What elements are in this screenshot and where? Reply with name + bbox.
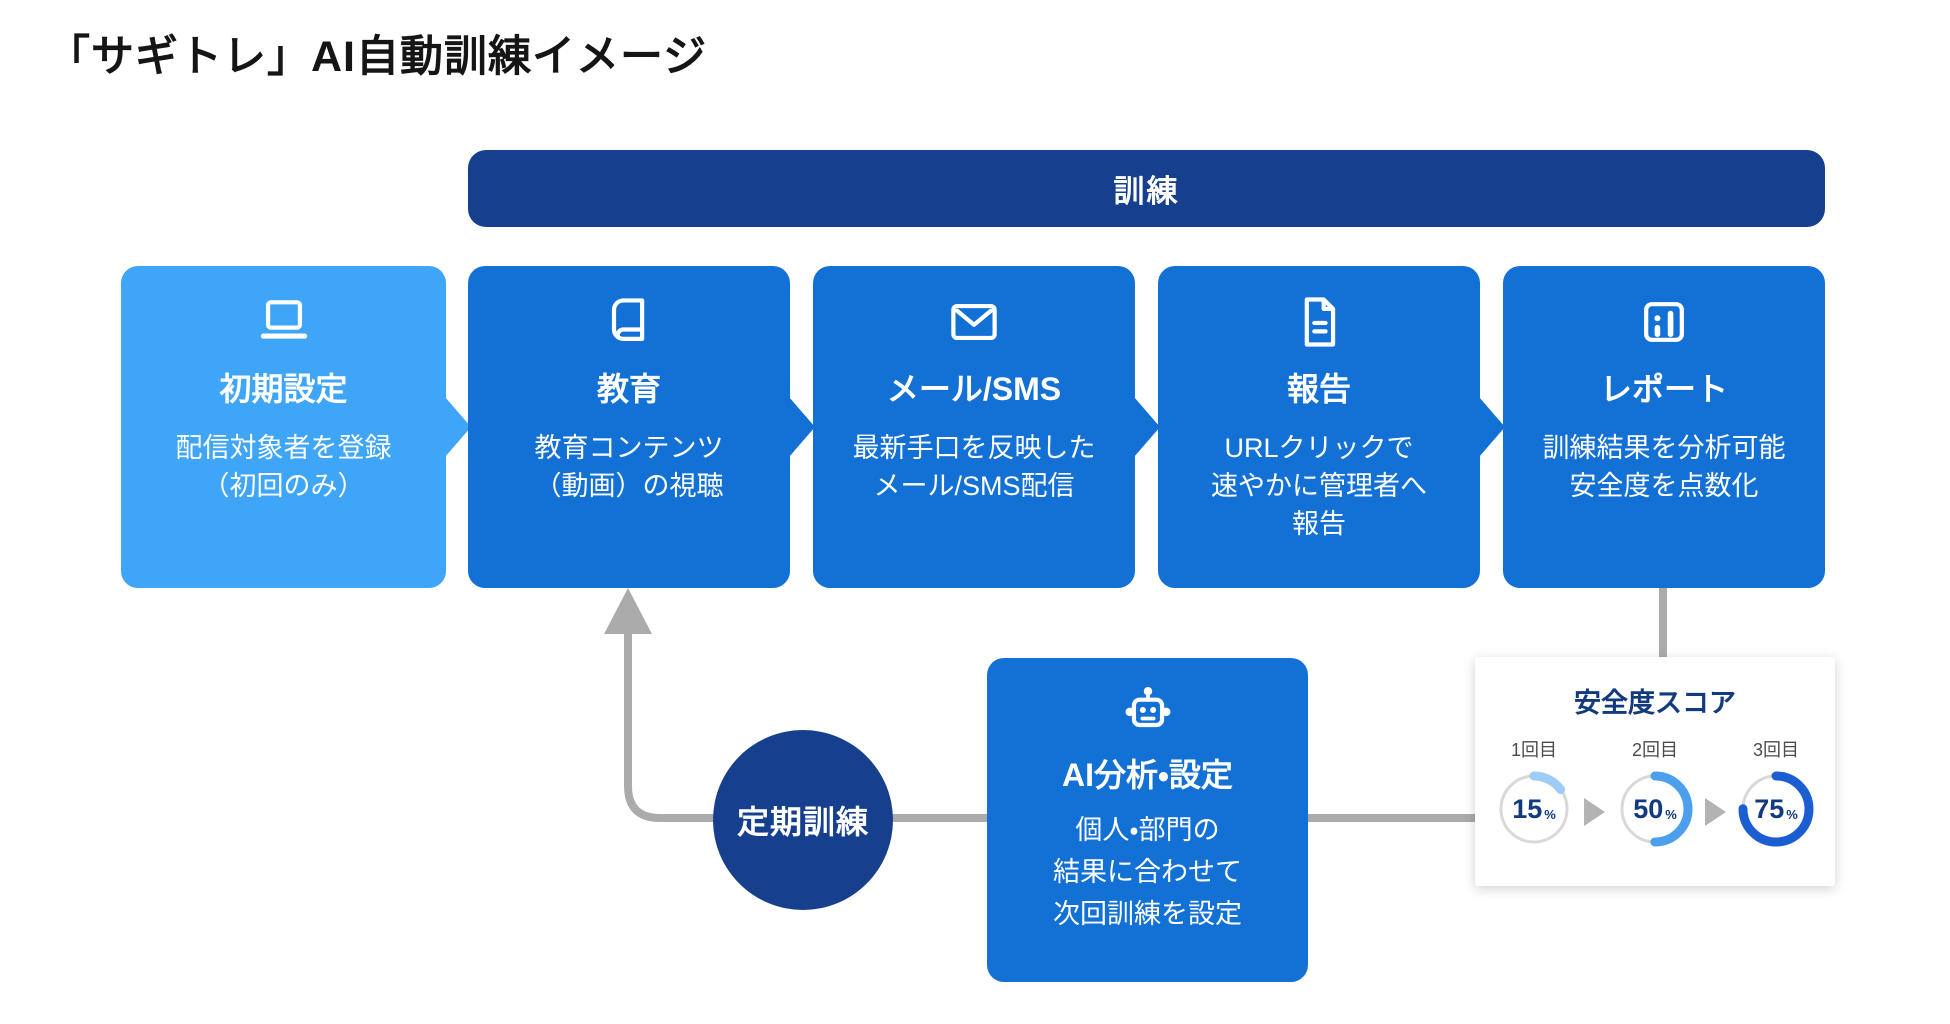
book-icon [611,298,645,341]
gauge-attempt-1: 1回目 15% [1486,736,1582,849]
step-analytics-report: レポート 訓練結果を分析可能 安全度を点数化 [1503,266,1825,588]
step-report: 報告 URLクリックで 速やかに管理者へ 報告 [1158,266,1505,588]
arrow-right-icon [1134,397,1160,457]
bar-chart-icon [1644,302,1684,342]
ai-box-body: 個人・部門の 結果に合わせて 次回訓練を設定 [1053,815,1242,929]
periodic-training-circle: 定期訓練 [713,730,893,910]
step-title: レポート [1599,371,1728,407]
gauge-value: 50% [1633,793,1677,824]
donut-chart: 75% [1736,769,1816,849]
safety-score-card: 安全度スコア 1回目 15% 2回目 [1475,657,1835,886]
step-title: 教育 [596,371,661,407]
laptop-icon [260,300,307,339]
arrow-right-icon [1479,397,1505,457]
mail-icon [951,303,997,341]
gauge-value: 75% [1754,793,1798,824]
gauge-attempt-2: 2回目 50% [1607,736,1703,849]
step-title: メール/SMS [886,371,1062,407]
ai-box-title: AI分析・設定 [1062,757,1233,793]
document-icon [1304,297,1336,347]
gauge-label: 3回目 [1752,740,1799,760]
arrow-right-icon [445,397,471,457]
step-body: 訓練結果を分析可能 安全度を点数化 [1542,433,1786,501]
arrow-right-icon [1584,798,1605,826]
ai-analysis-box: AI分析・設定 個人・部門の 結果に合わせて 次回訓練を設定 [987,658,1308,982]
step-title: 初期設定 [219,371,348,407]
donut-chart: 15% [1494,769,1574,849]
step-initial-setup: 初期設定 配信対象者を登録 （初回のみ） [121,266,471,588]
step-title: 報告 [1286,371,1351,407]
cycle-loop-line [624,620,1475,822]
page-title: 「サギトレ」AI自動訓練イメージ [47,33,708,81]
step-body: 教育コンテンツ （動画）の視聴 [534,433,724,501]
donut-chart: 50% [1615,769,1695,849]
robot-icon [1125,687,1170,728]
step-body: URLクリックで 速やかに管理者へ 報告 [1211,433,1427,539]
step-body: 配信対象者を登録 （初回のみ） [175,433,392,501]
arrow-right-icon [789,397,815,457]
step-mail-sms: メール/SMS 最新手口を反映した メール/SMS配信 [813,266,1160,588]
arrow-right-icon [1705,798,1726,826]
gauge-value: 15% [1512,793,1556,824]
gauge-attempt-3: 3回目 75% [1728,736,1824,849]
gauge-label: 1回目 [1510,740,1557,760]
periodic-training-label: 定期訓練 [736,804,869,840]
step-education: 教育 教育コンテンツ （動画）の視聴 [468,266,815,588]
training-banner: 訓練 [468,150,1825,227]
cycle-arrowhead-icon [604,588,652,634]
safety-score-title: 安全度スコア [1574,688,1736,718]
gauge-row: 1回目 15% 2回目 [1486,736,1824,849]
gauge-label: 2回目 [1631,740,1678,760]
training-banner-label: 訓練 [1113,174,1180,209]
step-body: 最新手口を反映した メール/SMS配信 [852,433,1096,501]
